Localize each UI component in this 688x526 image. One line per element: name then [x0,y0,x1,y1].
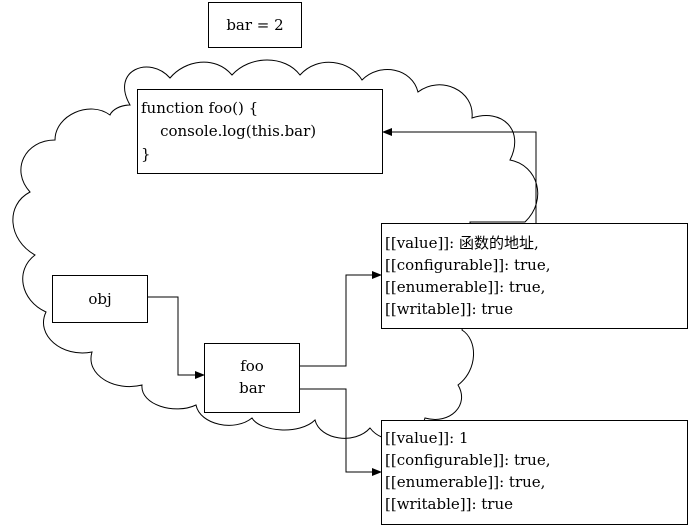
property-bar: bar [239,379,265,397]
descriptor-writable: [[writable]]: true [385,300,514,318]
object-properties-box: foo bar [204,343,300,413]
function-code-line: console.log(this.bar) [141,122,317,140]
descriptor-configurable: [[configurable]]: true, [385,451,551,469]
property-foo: foo [240,357,264,375]
global-variable-text: bar = 2 [226,16,284,34]
connector-value-to-function [382,128,537,223]
connector-foo-to-descriptor [268,271,382,367]
bar-descriptor-box: [[value]]: 1 [[configurable]]: true, [[e… [381,420,688,525]
descriptor-configurable: [[configurable]]: true, [385,256,551,274]
descriptor-writable: [[writable]]: true [385,495,514,513]
connector-obj-to-object [148,296,205,379]
connector-bar-to-descriptor [268,388,382,476]
descriptor-value: [[value]]: 1 [385,429,469,447]
function-code-box: function foo() { console.log(this.bar) } [137,89,383,174]
descriptor-value: [[value]]: 函数的地址, [385,234,539,252]
obj-label: obj [88,290,112,308]
global-variable-box: bar = 2 [208,2,302,48]
function-code-line: } [141,145,151,163]
obj-variable-box: obj [52,275,148,323]
function-code-line: function foo() { [141,99,259,117]
descriptor-enumerable: [[enumerable]]: true, [385,278,546,296]
descriptor-enumerable: [[enumerable]]: true, [385,473,546,491]
foo-descriptor-box: [[value]]: 函数的地址, [[configurable]]: true… [381,223,688,329]
